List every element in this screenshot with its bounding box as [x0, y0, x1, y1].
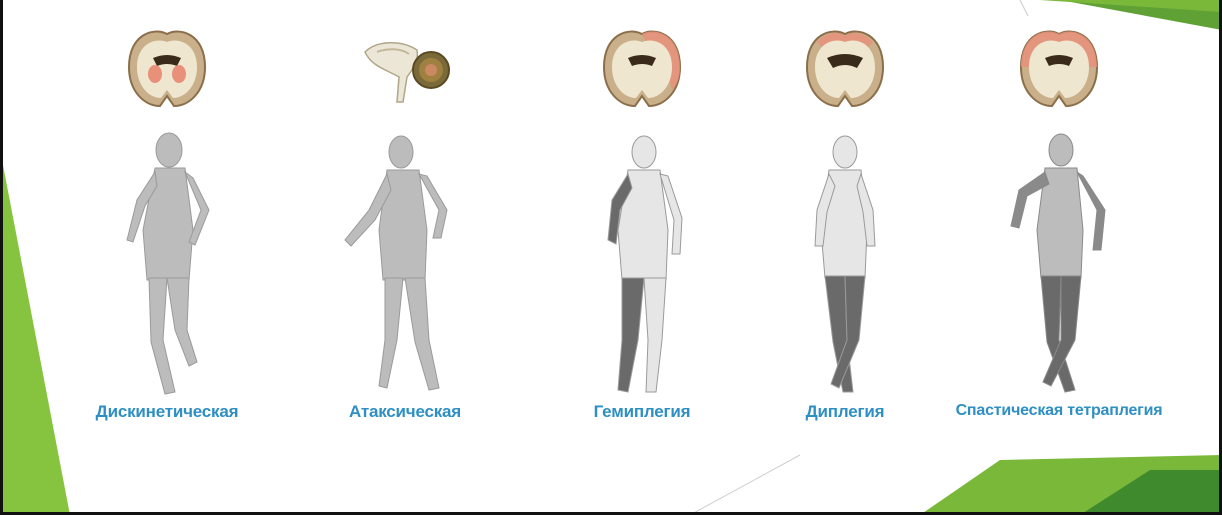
body-figure-spastic-tetraplegia [989, 130, 1129, 400]
caption-ataxic: Атаксическая [300, 402, 510, 422]
body-figure-diplegia [775, 130, 915, 400]
brain-section-dyskinetic [119, 22, 215, 112]
caption-hemiplegia: Гемиплегия [537, 402, 747, 422]
top-right-thin-line [1020, 0, 1028, 16]
brain-section-diplegia [797, 22, 893, 112]
caption-dyskinetic: Дискинетическая [62, 402, 272, 422]
body-figure-hemiplegia [572, 130, 712, 400]
left-green-wedge [3, 165, 70, 515]
brain-section-spastic-tetraplegia [1011, 22, 1107, 112]
frame-left-edge [0, 0, 3, 515]
brain-section-hemiplegia [594, 22, 690, 112]
figure-spastic-tetraplegia: Спастическая тетраплегия [954, 22, 1164, 472]
body-figure-ataxic [335, 130, 475, 400]
figure-diplegia: Диплегия [740, 22, 950, 472]
figure-ataxic: Атаксическая [300, 22, 510, 472]
figure-dyskinetic: Дискинетическая [62, 22, 272, 472]
caption-diplegia: Диплегия [740, 402, 950, 422]
figure-hemiplegia: Гемиплегия [537, 22, 747, 472]
caption-spastic-tetraplegia: Спастическая тетраплегия [954, 402, 1164, 420]
brain-section-ataxic [345, 22, 465, 112]
body-figure-dyskinetic [97, 130, 237, 400]
